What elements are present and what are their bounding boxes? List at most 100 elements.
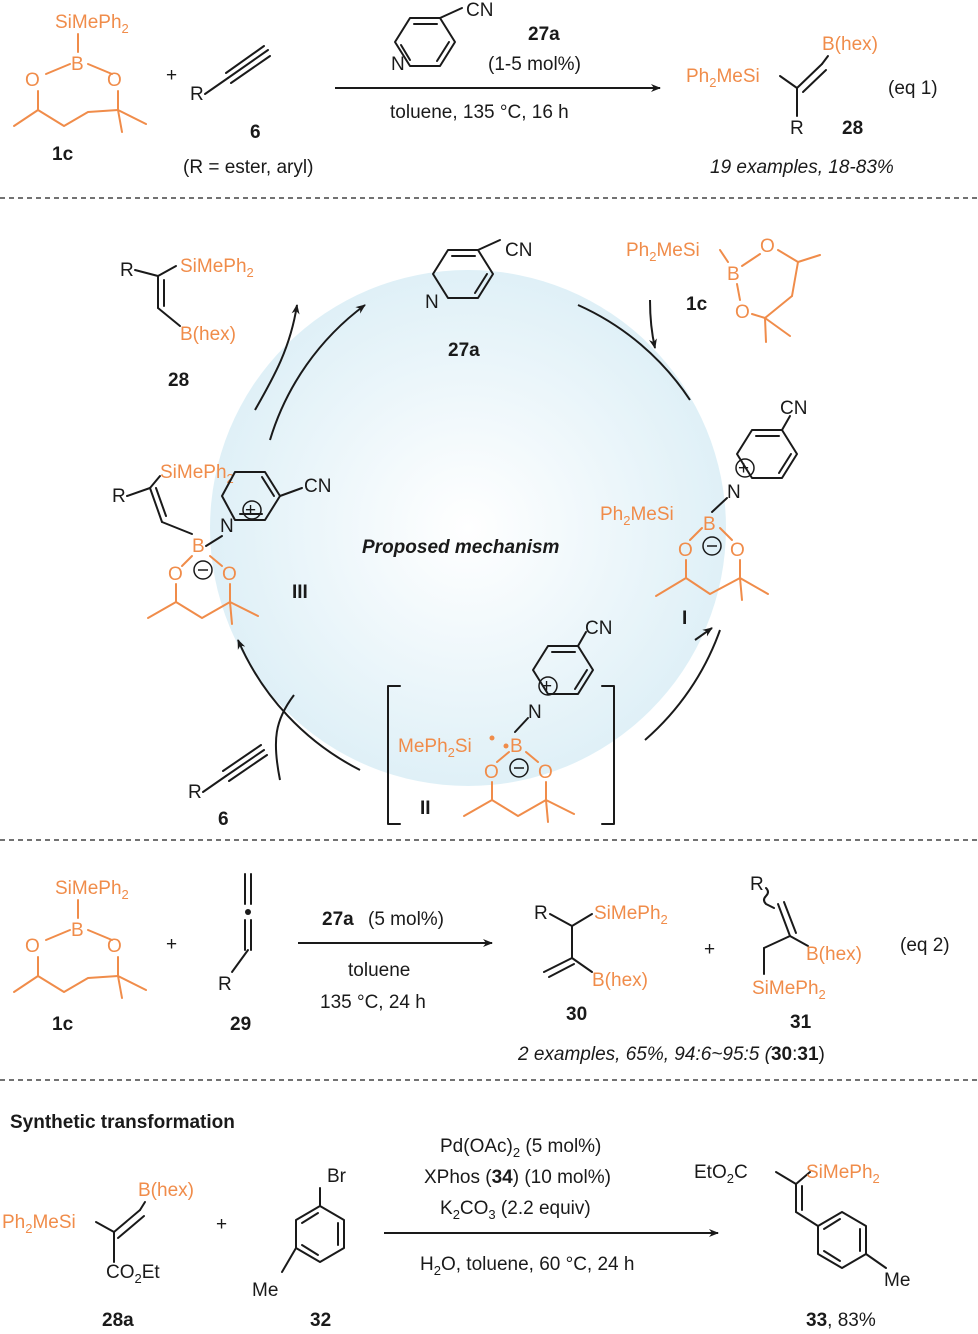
boryl-label: B(hex) [592, 970, 648, 991]
compound-label: 32 [310, 1310, 331, 1331]
compound-label: 1c [52, 144, 74, 165]
silyl-label: SiMePh2 [594, 903, 668, 927]
cycle-arrow [237, 639, 361, 771]
reagent-1c: SiMePh2 B O O 1c [13, 878, 147, 1035]
silyl-label: MePh2Si [398, 736, 472, 760]
silyl-label: SiMePh2 [55, 878, 129, 902]
bromine-label: Br [327, 1166, 347, 1187]
silyl-label: SiMePh2 [180, 256, 254, 280]
product-31: R B(hex) SiMePh2 31 [750, 874, 862, 1033]
aryl-bromide-32: Br Me 32 [252, 1166, 347, 1331]
silyl-label: SiMePh2 [752, 978, 826, 1002]
oxygen-atom: O [107, 936, 122, 957]
boron-atom: B [510, 736, 523, 757]
ester-label: EtO2C [694, 1162, 748, 1186]
reaction-conditions: toluene, 135 °C, 16 h [390, 102, 569, 123]
catalytic-cycle-background [210, 270, 726, 786]
product-33: EtO2C SiMePh2 Me 33, 83% [694, 1162, 910, 1331]
nitrogen-atom: N [391, 54, 405, 75]
r-group: R [790, 118, 804, 139]
boryl-label: B(hex) [180, 324, 236, 345]
reaction-conditions: H2O, toluene, 60 °C, 24 h [420, 1254, 634, 1278]
nitrile-label: CN [304, 476, 331, 497]
compound-label: 28a [102, 1310, 134, 1331]
compound-label: 6 [218, 809, 229, 830]
plus-sign: + [166, 65, 177, 86]
svg-text:+: + [738, 458, 749, 479]
transformation-section: Synthetic transformation B(hex) Ph2MeSi … [2, 1112, 910, 1331]
compound-label: 28 [842, 118, 863, 139]
catalyst-label: 27a [528, 24, 560, 45]
r-group: R [112, 486, 126, 507]
reagent-1c: Ph2MeSi B O O 1c [626, 236, 821, 343]
plus-sign: + [166, 934, 177, 955]
condition-base: K2CO3 (2.2 equiv) [440, 1198, 591, 1222]
r-group: R [188, 782, 202, 803]
plus-sign: + [216, 1214, 227, 1235]
silyl-label: Ph2MeSi [2, 1212, 76, 1236]
section-heading: Synthetic transformation [10, 1112, 235, 1133]
intermediate-III: R SiMePh2 B N CN + O O [112, 462, 331, 625]
reagent-1c: SiMePh2 B O O 1c [13, 12, 147, 165]
boryl-label: B(hex) [822, 34, 878, 55]
compound-label: 29 [230, 1014, 251, 1035]
methyl-label: Me [252, 1280, 278, 1301]
intermediate-label: III [292, 582, 308, 603]
condition-ligand: XPhos (34) (10 mol%) [424, 1167, 611, 1188]
oxygen-atom: O [538, 762, 553, 783]
nitrogen-atom: N [425, 292, 439, 313]
boron-atom: B [192, 536, 205, 557]
intermediate-I: CN + N Ph2MeSi B O O I [600, 398, 807, 629]
svg-text:+: + [245, 500, 256, 521]
scope-note: 19 examples, 18-83% [710, 157, 894, 178]
cycle-arrow [644, 629, 721, 741]
nitrile-label: CN [466, 0, 493, 21]
cycle-arrow [269, 304, 366, 441]
plus-sign: + [704, 939, 715, 960]
silyl-label: SiMePh2 [55, 12, 129, 36]
oxygen-atom: O [107, 70, 122, 91]
catalyst-loading: (1-5 mol%) [488, 54, 581, 75]
oxygen-atom: O [760, 236, 775, 257]
nitrogen-atom: N [220, 516, 234, 537]
boryl-label: B(hex) [806, 944, 862, 965]
oxygen-atom: O [168, 564, 183, 585]
mechanism-title: Proposed mechanism [362, 537, 560, 558]
equation-tag: (eq 1) [888, 78, 938, 99]
silyl-label: Ph2MeSi [600, 504, 674, 528]
silyl-label: Ph2MeSi [686, 66, 760, 90]
oxygen-atom: O [730, 540, 745, 561]
nitrogen-atom: N [727, 482, 741, 503]
oxygen-atom: O [678, 540, 693, 561]
compound-label: 28 [168, 370, 189, 391]
nitrile-label: CN [780, 398, 807, 419]
eq1-section: SiMePh2 B O O 1c + R 6 (R = ester, aryl) [13, 0, 938, 178]
ester-label: CO2Et [106, 1262, 160, 1286]
product-28: B(hex) Ph2MeSi R 28 (eq 1) 19 examples, … [686, 34, 938, 178]
substrate-28a: B(hex) Ph2MeSi CO2Et 28a [2, 1180, 194, 1331]
methyl-label: Me [884, 1270, 910, 1291]
compound-label: 1c [52, 1014, 74, 1035]
catalyst-27a: CN N 27a (1-5 mol%) [391, 0, 581, 75]
intermediate-label: II [420, 798, 431, 819]
nitrile-label: CN [585, 618, 612, 639]
compound-label: 1c [686, 294, 708, 315]
oxygen-atom: O [222, 564, 237, 585]
eq2-section: SiMePh2 B O O 1c + R 29 27a (5 m [13, 873, 950, 1065]
condition-catalyst: Pd(OAc)2 (5 mol%) [440, 1136, 601, 1160]
intermediate-II: CN + N MePh2Si B O O II [387, 618, 615, 825]
r-group: R [534, 903, 548, 924]
allene-29: R 29 [218, 873, 252, 1035]
solvent: toluene [348, 960, 410, 981]
nitrile-label: CN [505, 240, 532, 261]
boron-atom: B [727, 264, 740, 285]
product-28: R SiMePh2 B(hex) 28 [120, 256, 254, 391]
r-group-note: (R = ester, aryl) [183, 157, 313, 178]
r-group: R [218, 974, 232, 995]
compound-label: 6 [250, 122, 261, 143]
silyl-label: SiMePh2 [160, 462, 234, 486]
r-group: R [120, 260, 134, 281]
r-group: R [750, 874, 764, 895]
oxygen-atom: O [25, 70, 40, 91]
